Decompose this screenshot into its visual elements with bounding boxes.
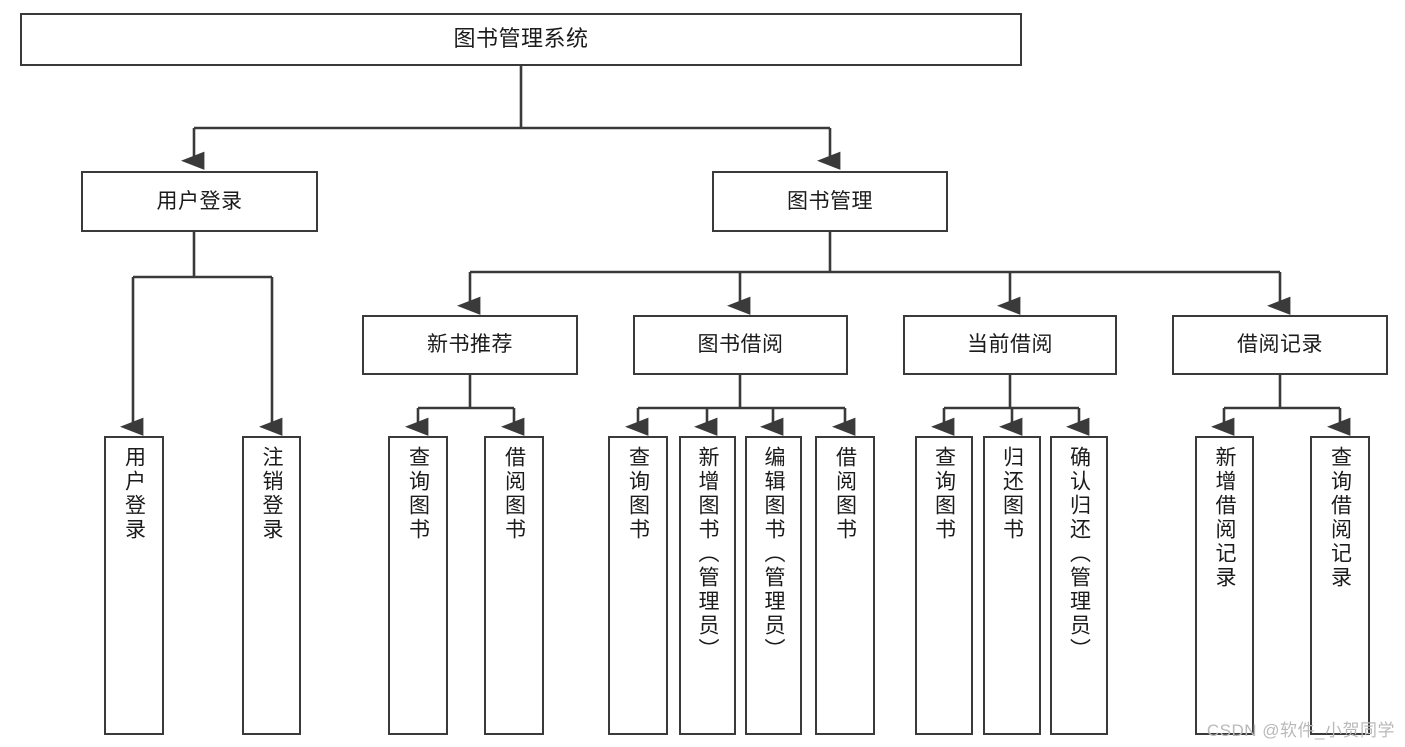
node-current-borrowing[interactable]: 当前借阅 <box>903 315 1117 375</box>
node-new-book-recommendation[interactable]: 新书推荐 <box>362 315 578 375</box>
node-label: 借阅图书 <box>502 446 526 542</box>
node-label: 用户登录 <box>122 446 146 542</box>
node-label: 借阅记录 <box>1237 333 1323 357</box>
node-label: 归还图书 <box>1000 446 1024 542</box>
node-label: 图书借阅 <box>697 333 784 357</box>
leaf-logout[interactable]: 注销登录 <box>242 436 301 735</box>
node-label: 当前借阅 <box>967 333 1053 357</box>
node-borrowing-record[interactable]: 借阅记录 <box>1172 315 1388 375</box>
leaf-query-books-borrowing[interactable]: 查询图书 <box>608 436 668 735</box>
node-label: 注销登录 <box>260 446 283 542</box>
leaf-query-books-current[interactable]: 查询图书 <box>915 436 973 735</box>
node-label: 新增借阅记录 <box>1213 446 1236 590</box>
node-label: 确认归还（管理员） <box>1067 446 1091 662</box>
node-book-management[interactable]: 图书管理 <box>712 171 948 232</box>
node-root-book-management-system[interactable]: 图书管理系统 <box>20 13 1022 66</box>
node-label: 新增图书（管理员） <box>696 446 719 662</box>
node-label: 查询图书 <box>932 446 956 542</box>
node-label: 图书管理系统 <box>453 26 589 52</box>
leaf-borrow-books-newbook[interactable]: 借阅图书 <box>484 436 544 735</box>
node-book-borrowing[interactable]: 图书借阅 <box>633 315 848 375</box>
leaf-query-borrow-record[interactable]: 查询借阅记录 <box>1310 436 1370 735</box>
node-label: 编辑图书（管理员） <box>762 446 785 662</box>
leaf-user-login[interactable]: 用户登录 <box>104 436 164 735</box>
leaf-return-books[interactable]: 归还图书 <box>983 436 1041 735</box>
leaf-query-books-newbook[interactable]: 查询图书 <box>388 436 448 735</box>
node-label: 借阅图书 <box>833 446 857 542</box>
leaf-edit-book-admin[interactable]: 编辑图书（管理员） <box>745 436 802 735</box>
leaf-borrow-books-borrowing[interactable]: 借阅图书 <box>815 436 875 735</box>
node-label: 查询图书 <box>406 446 430 542</box>
node-label: 新书推荐 <box>427 333 513 357</box>
leaf-add-borrow-record[interactable]: 新增借阅记录 <box>1195 436 1254 735</box>
node-label: 查询图书 <box>626 446 650 542</box>
node-label: 图书管理 <box>787 189 873 213</box>
csdn-watermark: CSDN @软件_小贺同学 <box>1206 721 1395 740</box>
leaf-confirm-return-admin[interactable]: 确认归还（管理员） <box>1050 436 1108 735</box>
node-user-login[interactable]: 用户登录 <box>81 171 318 232</box>
node-label: 查询借阅记录 <box>1328 446 1352 590</box>
node-label: 用户登录 <box>156 189 243 213</box>
leaf-add-book-admin[interactable]: 新增图书（管理员） <box>679 436 736 735</box>
